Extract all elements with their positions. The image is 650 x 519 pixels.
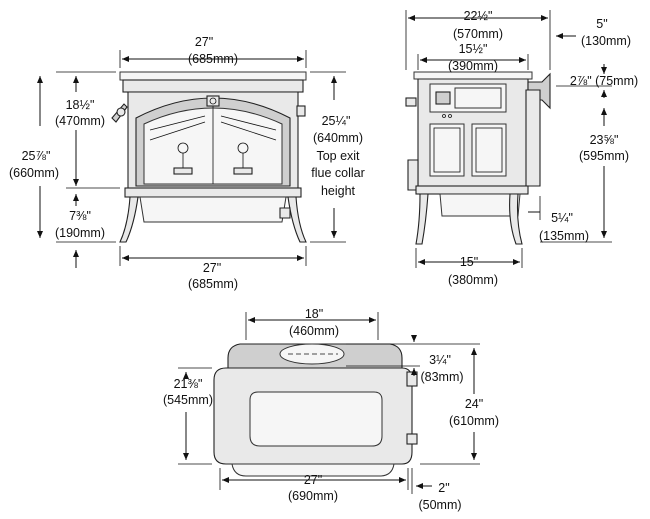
top-overall-depth-mm: (610mm) bbox=[449, 414, 499, 428]
side-collar-offset-mm: (130mm) bbox=[581, 34, 631, 48]
front-top-width-label: 27" (685mm) bbox=[188, 35, 238, 66]
side-collar-offset-label: 5" (130mm) bbox=[581, 17, 631, 48]
front-leg-height-in: 7⅜" bbox=[69, 209, 91, 223]
front-leg-height-label: 7⅜" (190mm) bbox=[55, 209, 105, 240]
top-overall-width-label: 27" (690mm) bbox=[288, 473, 338, 503]
top-left-depth-label: 21⅜" (545mm) bbox=[163, 377, 213, 407]
top-overall-width-in: 27" bbox=[304, 473, 322, 487]
side-inner-width-mm: (390mm) bbox=[448, 59, 498, 73]
top-handle-offset-mm: (50mm) bbox=[418, 498, 461, 512]
top-left-depth-in: 21⅜" bbox=[174, 377, 203, 391]
front-leg-height-mm: (190mm) bbox=[55, 226, 105, 240]
side-leg-span-mm: (380mm) bbox=[448, 273, 498, 287]
side-leg-span-in: 15" bbox=[460, 255, 478, 269]
side-rear-height-label: 23⅝" (595mm) bbox=[579, 133, 629, 163]
top-view-stove bbox=[213, 343, 418, 477]
top-depth-width-in: 18" bbox=[305, 307, 323, 321]
dimension-lines bbox=[37, 10, 612, 494]
front-top-height-mm: (470mm) bbox=[55, 114, 105, 128]
top-handle-offset-in: 2" bbox=[438, 481, 449, 495]
side-rear-height-in: 23⅝" bbox=[590, 133, 619, 147]
side-rear-height-mm: (595mm) bbox=[579, 149, 629, 163]
front-total-height-mm: (660mm) bbox=[9, 166, 59, 180]
top-left-depth-mm: (545mm) bbox=[163, 393, 213, 407]
top-collar-offset-label: 3¼" (83mm) bbox=[420, 353, 463, 384]
side-inner-width-in: 15½" bbox=[459, 42, 488, 56]
front-collar-height-label: 25¼" (640mm) Top exit flue collar height bbox=[311, 114, 365, 198]
side-rear-clearance-in: 5¼" bbox=[551, 211, 573, 225]
side-view-stove bbox=[405, 71, 551, 245]
side-rear-clearance-label: 5¼" (135mm) bbox=[539, 211, 589, 243]
side-rear-clearance-mm: (135mm) bbox=[539, 229, 589, 243]
top-collar-offset-mm: (83mm) bbox=[420, 370, 463, 384]
front-bottom-width-mm: (685mm) bbox=[188, 277, 238, 291]
side-collar-diameter: 2⅞" (75mm) bbox=[570, 74, 638, 88]
top-overall-depth-in: 24" bbox=[465, 397, 483, 411]
side-inner-width-label: 15½" (390mm) bbox=[448, 42, 498, 73]
side-overall-width-in: 22½" bbox=[464, 9, 493, 23]
front-collar-height-note3: height bbox=[321, 184, 356, 198]
front-bottom-width-in: 27" bbox=[203, 261, 221, 275]
front-top-height-in: 18½" bbox=[66, 98, 95, 112]
side-overall-width-label: 22½" (570mm) bbox=[453, 9, 503, 41]
top-depth-width-mm: (460mm) bbox=[289, 324, 339, 338]
front-collar-height-note1: Top exit bbox=[316, 149, 360, 163]
front-view-stove bbox=[111, 71, 307, 243]
top-collar-offset-in: 3¼" bbox=[429, 353, 451, 367]
front-collar-height-mm: (640mm) bbox=[313, 131, 363, 145]
front-top-height-label: 18½" (470mm) bbox=[55, 98, 105, 128]
side-collar-offset-in: 5" bbox=[596, 17, 607, 31]
front-collar-height-in: 25¼" bbox=[322, 114, 351, 128]
front-collar-height-note2: flue collar bbox=[311, 166, 365, 180]
top-overall-width-mm: (690mm) bbox=[288, 489, 338, 503]
side-collar-diameter-label: 2⅞" (75mm) bbox=[570, 74, 638, 88]
front-bottom-width-label: 27" (685mm) bbox=[188, 261, 238, 291]
front-top-width-in: 27" bbox=[195, 35, 213, 49]
top-overall-depth-label: 24" (610mm) bbox=[449, 397, 499, 428]
side-leg-span-label: 15" (380mm) bbox=[448, 255, 498, 287]
front-total-height-label: 25⅞" (660mm) bbox=[9, 149, 59, 180]
top-handle-offset-label: 2" (50mm) bbox=[418, 481, 461, 512]
front-top-width-mm: (685mm) bbox=[188, 52, 238, 66]
side-overall-width-mm: (570mm) bbox=[453, 27, 503, 41]
top-depth-width-label: 18" (460mm) bbox=[289, 307, 339, 338]
front-total-height-in: 25⅞" bbox=[22, 149, 51, 163]
